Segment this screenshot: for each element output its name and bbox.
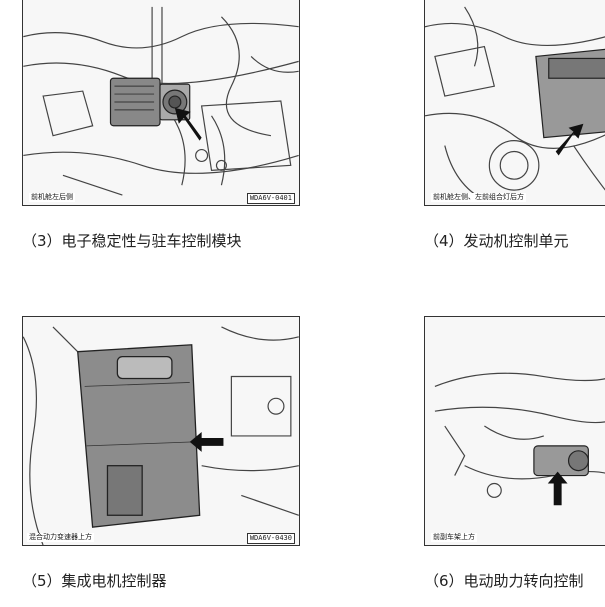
location-label: 前机舱左后侧 (29, 193, 75, 202)
controller-housing (77, 344, 201, 528)
pointer-arrow (189, 431, 224, 452)
figure-4-caption: （4）发动机控制单元 (424, 232, 569, 250)
figure-6-image: 前副车架上方 (424, 316, 605, 546)
figure-3-caption: （3）电子稳定性与驻车控制模块 (22, 232, 242, 250)
figure-5-image: 混合动力变速器上方 WDA6V-0430 (22, 316, 300, 546)
figure-3-image: 前机舱左后侧 WDA6V-0401 (22, 0, 300, 206)
figure-6-caption: （6）电动助力转向控制 (424, 572, 584, 590)
pointer-arrow (174, 107, 202, 141)
engine-control-unit-drawing (425, 6, 605, 201)
esp-unit (109, 77, 191, 127)
pointer-arrow (555, 123, 584, 156)
motor-controller-drawing (23, 326, 299, 545)
figure-4-image: 前机舱左侧、左前组合灯后方 (424, 0, 605, 206)
esp-module-drawing (23, 6, 299, 196)
steering-control-drawing (434, 372, 605, 506)
figure-code: WDA6V-0430 (246, 533, 295, 544)
steering-unit (533, 445, 589, 477)
figure-code: WDA6V-0401 (246, 193, 295, 204)
location-label: 混合动力变速器上方 (27, 533, 94, 542)
location-label: 前机舱左侧、左前组合灯后方 (431, 193, 526, 202)
ecu-unit (535, 48, 605, 139)
pointer-arrow (547, 471, 568, 506)
figure-5-caption: （5）集成电机控制器 (22, 572, 167, 590)
location-label: 前副车架上方 (431, 533, 477, 542)
